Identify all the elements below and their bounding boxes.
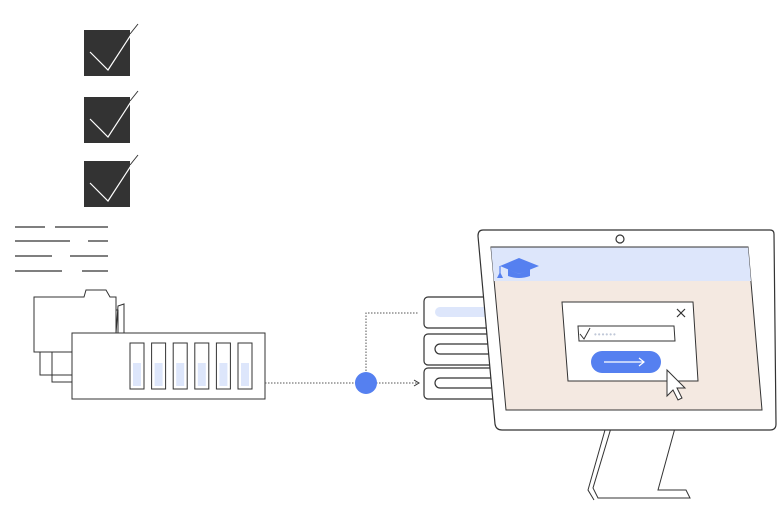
webcam-icon <box>615 234 625 244</box>
storage-cell <box>151 342 167 390</box>
login-dialog: •••••• <box>561 301 699 382</box>
storage-cell <box>194 342 210 390</box>
arrow-right-icon <box>604 357 645 367</box>
check-icon <box>89 154 139 202</box>
document-lines-icon <box>15 226 108 272</box>
storage-cell <box>237 342 253 390</box>
storage-cell <box>129 342 145 390</box>
graduation-cap-icon <box>497 258 539 278</box>
check-tile-1 <box>84 23 139 76</box>
check-tile-2 <box>84 90 139 143</box>
close-icon[interactable] <box>676 308 686 318</box>
check-tile-3 <box>84 154 139 207</box>
blue-circle-node <box>355 372 377 394</box>
checklist <box>84 23 139 207</box>
monitor-stand <box>592 427 691 499</box>
storage-rack <box>71 332 266 400</box>
screen-header-bar <box>491 247 751 281</box>
check-icon <box>89 90 139 138</box>
password-field[interactable]: •••••• <box>577 325 676 342</box>
mouse-pointer-icon <box>666 368 687 401</box>
monitor: •••••• <box>477 229 777 501</box>
storage-cell <box>172 342 188 390</box>
connector <box>265 312 420 394</box>
storage-cells <box>129 342 253 390</box>
check-icon <box>579 327 591 340</box>
check-icon <box>89 23 139 71</box>
storage-cell <box>215 342 231 390</box>
submit-button[interactable] <box>591 351 661 373</box>
password-mask: •••••• <box>594 330 617 339</box>
